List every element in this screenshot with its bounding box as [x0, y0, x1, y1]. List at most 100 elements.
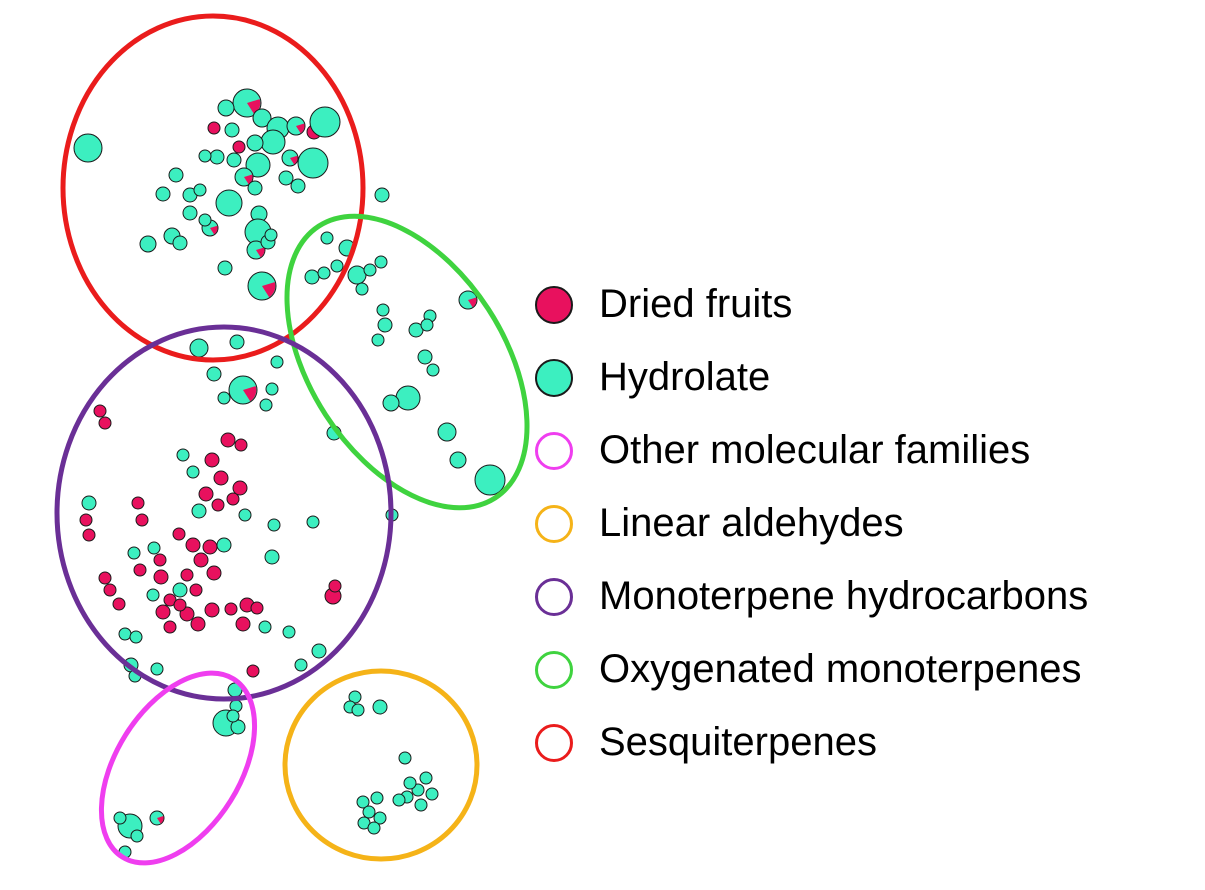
network-node	[294, 658, 308, 672]
network-node	[172, 527, 186, 541]
sesquiterpenes-cluster	[60, 13, 366, 363]
network-node	[235, 616, 251, 632]
network-node	[224, 122, 240, 138]
network-node	[306, 515, 320, 529]
network-node	[198, 486, 214, 502]
legend-item-dried-fruits: Dried fruits	[535, 268, 1185, 341]
network-node	[232, 140, 246, 154]
network-node	[474, 464, 506, 496]
network-node	[129, 630, 143, 644]
network-node	[198, 213, 212, 227]
network-node	[146, 588, 160, 602]
linear-aldehydes-cluster	[282, 668, 480, 862]
network-node	[317, 266, 331, 280]
network-node	[206, 565, 222, 581]
network-node	[155, 604, 171, 620]
network-node	[216, 537, 232, 553]
legend-label: Dried fruits	[599, 282, 793, 326]
legend: Dried fruits Hydrolate Other molecular f…	[535, 268, 1185, 779]
dried-fruit-share-wedge	[468, 297, 477, 308]
network-node	[374, 187, 390, 203]
dried-fruit-share-wedge	[256, 247, 265, 258]
network-node	[130, 829, 144, 843]
network-node	[81, 495, 97, 511]
network-node	[226, 709, 240, 723]
network-node	[382, 394, 400, 412]
network-node	[179, 606, 195, 622]
dried-fruit-share-wedge	[244, 174, 253, 185]
legend-label: Linear aldehydes	[599, 501, 904, 545]
network-node	[245, 152, 271, 178]
network-node	[193, 552, 209, 568]
network-node	[347, 265, 367, 285]
network-node	[449, 451, 467, 469]
network-node	[414, 798, 428, 812]
network-node	[193, 183, 207, 197]
network-node	[98, 416, 112, 430]
network-node	[351, 703, 365, 717]
network-node	[229, 334, 245, 350]
network-node	[103, 583, 117, 597]
network-node	[173, 598, 187, 612]
network-node	[191, 503, 207, 519]
network-node	[258, 620, 272, 634]
network-node	[73, 133, 103, 163]
network-node	[217, 99, 235, 117]
network-node	[139, 235, 157, 253]
network-node	[215, 189, 243, 217]
network-node	[264, 228, 278, 242]
network-node	[376, 303, 390, 317]
network-node	[320, 231, 334, 245]
network-node	[330, 259, 344, 273]
network-node	[189, 338, 209, 358]
legend-label: Sesquiterpenes	[599, 720, 877, 764]
legend-label: Monoterpene hydrocarbons	[599, 574, 1089, 618]
network-node	[211, 498, 225, 512]
dried-fruit-share-wedge	[290, 155, 298, 165]
network-node	[206, 366, 222, 382]
network-node	[371, 333, 385, 347]
network-node	[133, 563, 147, 577]
dried-fruit-share-wedge	[262, 282, 276, 298]
network-node	[226, 152, 242, 168]
legend-item-oxygenated-monoterpenes: Oxygenated monoterpenes	[535, 633, 1185, 706]
network-node	[420, 318, 434, 332]
sesquiterpenes-outline-icon	[535, 723, 573, 762]
legend-label: Hydrolate	[599, 355, 771, 399]
network-node	[217, 391, 231, 405]
network-node	[356, 795, 370, 809]
legend-item-linear-aldehydes: Linear aldehydes	[535, 487, 1185, 560]
network-node	[147, 541, 161, 555]
network-node	[297, 147, 329, 179]
network-node	[259, 398, 273, 412]
network-node	[213, 470, 229, 486]
network-node	[437, 422, 457, 442]
network-node	[264, 549, 280, 565]
network-node	[370, 791, 384, 805]
network-node	[217, 260, 233, 276]
network-node	[398, 751, 412, 765]
network-node	[82, 528, 96, 542]
dried-fruits-swatch-icon	[535, 285, 573, 324]
network-node	[226, 492, 240, 506]
network-node	[209, 149, 225, 165]
network-node	[118, 627, 132, 641]
other-families-outline-icon	[535, 431, 573, 470]
network-node	[265, 382, 279, 396]
network-node	[252, 108, 272, 128]
network-node	[112, 597, 126, 611]
network-node	[270, 355, 284, 369]
network-node	[267, 518, 281, 532]
dried-fruit-share-wedge	[243, 386, 257, 402]
monoterpene-hydrocarbons-outline-icon	[535, 577, 573, 616]
network-node	[417, 349, 433, 365]
network-node	[246, 664, 260, 678]
network-node	[135, 513, 149, 527]
oxygenated-monoterpenes-cluster	[284, 213, 530, 511]
network-node	[232, 480, 248, 496]
network-node	[419, 771, 433, 785]
network-node	[185, 537, 201, 553]
legend-item-monoterpene-hydrocarbons: Monoterpene hydrocarbons	[535, 560, 1185, 633]
network-node	[247, 180, 263, 196]
network-node	[131, 496, 145, 510]
